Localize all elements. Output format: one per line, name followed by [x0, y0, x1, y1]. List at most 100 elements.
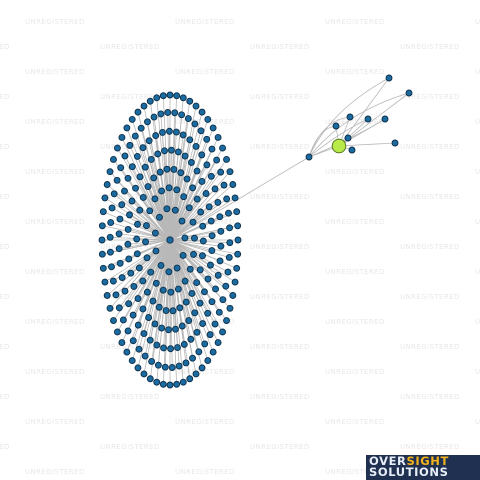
graph-node[interactable]	[153, 378, 161, 386]
hub-node[interactable]	[166, 236, 174, 244]
graph-node[interactable]	[193, 195, 201, 203]
graph-node[interactable]	[211, 185, 219, 193]
bridge-node[interactable]	[305, 153, 313, 161]
graph-node[interactable]	[143, 254, 151, 262]
graph-node[interactable]	[177, 169, 185, 177]
graph-node[interactable]	[192, 143, 200, 150]
graph-node[interactable]	[106, 233, 114, 241]
graph-node[interactable]	[167, 345, 175, 353]
graph-node[interactable]	[217, 227, 225, 235]
graph-node[interactable]	[151, 229, 159, 237]
graph-node[interactable]	[156, 168, 164, 176]
graph-node[interactable]	[134, 108, 142, 116]
graph-node[interactable]	[173, 380, 181, 388]
graph-node[interactable]	[141, 163, 149, 171]
graph-node[interactable]	[185, 204, 193, 212]
graph-node[interactable]	[130, 283, 138, 290]
graph-node[interactable]	[196, 299, 204, 307]
graph-node[interactable]	[170, 165, 178, 173]
graph-node[interactable]	[219, 296, 227, 304]
graph-node[interactable]	[181, 277, 189, 285]
graph-node[interactable]	[229, 292, 237, 299]
graph-node[interactable]	[189, 218, 197, 226]
graph-node[interactable]	[226, 239, 234, 247]
graph-node[interactable]	[159, 286, 167, 294]
graph-node[interactable]	[188, 290, 196, 297]
graph-node[interactable]	[136, 173, 144, 181]
graph-node[interactable]	[201, 340, 209, 348]
graph-node[interactable]	[348, 146, 356, 154]
graph-node[interactable]	[209, 124, 217, 132]
graph-node[interactable]	[116, 259, 124, 267]
graph-node[interactable]	[195, 348, 203, 356]
graph-node[interactable]	[99, 264, 107, 272]
graph-node[interactable]	[207, 172, 215, 180]
graph-node[interactable]	[203, 135, 211, 143]
graph-node[interactable]	[101, 194, 109, 202]
graph-node[interactable]	[168, 146, 175, 154]
graph-node[interactable]	[174, 344, 181, 352]
graph-node[interactable]	[208, 232, 216, 240]
graph-node[interactable]	[161, 147, 168, 155]
graph-node[interactable]	[103, 181, 111, 188]
graph-node[interactable]	[220, 181, 228, 189]
graph-node[interactable]	[133, 152, 141, 160]
graph-node[interactable]	[148, 357, 156, 365]
graph-node[interactable]	[178, 111, 186, 119]
graph-node[interactable]	[346, 113, 354, 121]
graph-node[interactable]	[115, 230, 123, 238]
graph-node[interactable]	[140, 102, 148, 110]
graph-node[interactable]	[158, 187, 166, 195]
graph-node[interactable]	[231, 194, 239, 202]
graph-node[interactable]	[191, 234, 198, 242]
graph-node[interactable]	[165, 268, 173, 276]
graph-node[interactable]	[159, 92, 167, 100]
graph-node[interactable]	[222, 282, 230, 290]
graph-node[interactable]	[204, 357, 212, 365]
graph-node[interactable]	[147, 156, 155, 163]
graph-node[interactable]	[126, 141, 134, 149]
graph-node[interactable]	[174, 285, 182, 293]
graph-node[interactable]	[110, 317, 117, 325]
graph-node[interactable]	[134, 364, 142, 372]
graph-node[interactable]	[152, 132, 160, 140]
graph-node[interactable]	[159, 380, 167, 388]
graph-node[interactable]	[364, 115, 372, 123]
graph-node[interactable]	[129, 337, 137, 345]
graph-node[interactable]	[164, 109, 172, 116]
graph-node[interactable]	[166, 91, 174, 99]
graph-node[interactable]	[108, 263, 115, 271]
graph-node[interactable]	[183, 175, 191, 183]
graph-node[interactable]	[179, 252, 187, 259]
graph-node[interactable]	[143, 222, 150, 230]
graph-node[interactable]	[171, 206, 179, 214]
graph-node[interactable]	[219, 328, 227, 336]
graph-node[interactable]	[199, 320, 207, 328]
graph-node[interactable]	[205, 203, 213, 211]
graph-node[interactable]	[207, 261, 214, 269]
graph-node[interactable]	[191, 120, 199, 128]
graph-node[interactable]	[110, 155, 117, 163]
graph-node[interactable]	[216, 257, 224, 265]
graph-node[interactable]	[156, 213, 163, 221]
graph-node[interactable]	[128, 163, 136, 171]
graph-node[interactable]	[144, 183, 152, 190]
graph-node[interactable]	[119, 316, 127, 324]
graph-node[interactable]	[149, 297, 157, 305]
graph-node[interactable]	[142, 238, 149, 246]
graph-node[interactable]	[150, 113, 158, 121]
graph-node[interactable]	[233, 264, 241, 272]
graph-node[interactable]	[202, 190, 210, 197]
graph-node[interactable]	[123, 348, 131, 356]
graph-node[interactable]	[127, 269, 135, 277]
graph-node[interactable]	[211, 320, 219, 328]
graph-node[interactable]	[204, 275, 212, 283]
graph-node[interactable]	[184, 115, 192, 123]
graph-node[interactable]	[113, 328, 121, 336]
graph-node[interactable]	[153, 341, 161, 349]
graph-node[interactable]	[146, 336, 154, 344]
graph-node[interactable]	[152, 279, 160, 287]
graph-node[interactable]	[199, 237, 207, 245]
graph-node[interactable]	[381, 115, 389, 123]
graph-node[interactable]	[185, 317, 193, 324]
